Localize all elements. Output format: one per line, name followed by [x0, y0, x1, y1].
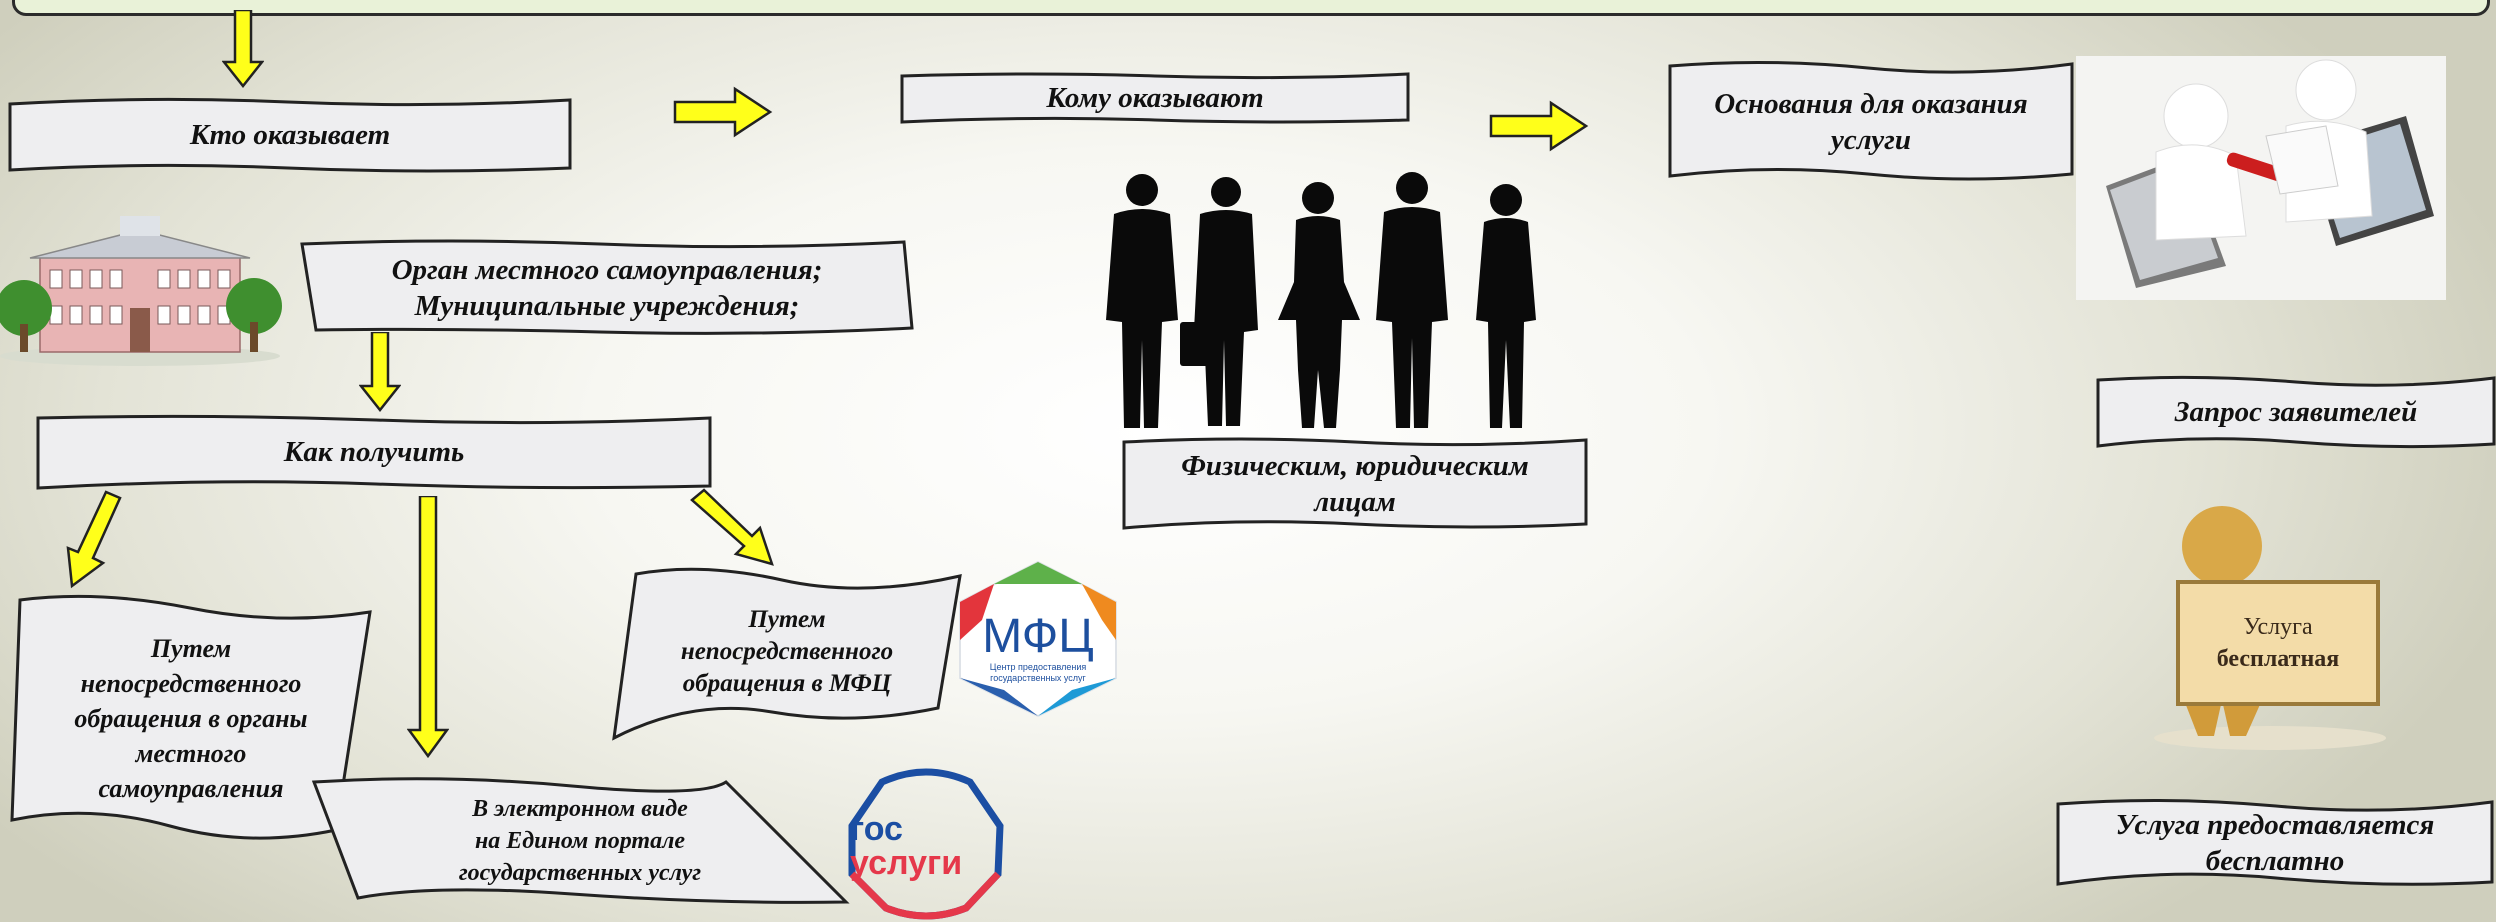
arrow-right-1 [673, 86, 773, 138]
electronic-label: В электронном виде на Едином портале гос… [458, 796, 702, 886]
free-service-label: Услуга предоставляется бесплатно [2115, 809, 2435, 877]
mfc-title: МФЦ [982, 610, 1093, 663]
how-to-get-label: Как получить [283, 436, 465, 468]
to-whom-label: Кому оказывают [1046, 82, 1264, 114]
gosuslugi-logo: гос услуги [848, 768, 1004, 920]
direct-mfc-box: Путем непосредственного обращения в МФЦ [612, 562, 962, 742]
direct-mfc-label: Путем непосредственного обращения в МФЦ [680, 606, 894, 697]
applicant-request-box: Запрос заявителей [2096, 374, 2496, 450]
mfc-subtitle-2: государственных услуг [990, 673, 1086, 683]
gos-text: гос [850, 810, 903, 848]
top-banner [12, 0, 2490, 16]
who-provides-box: Кто оказывает [8, 96, 572, 174]
grounds-box: Основания для оказания услуги [1668, 58, 2074, 186]
body-box: Орган местного самоуправления; Муниципал… [300, 238, 914, 338]
arrow-down-top [222, 10, 264, 88]
persons-label: Физическим, юридическим лицам [1181, 450, 1529, 518]
to-whom-box: Кому оказывают [900, 72, 1410, 124]
persons-box: Физическим, юридическим лицам [1122, 436, 1588, 532]
grounds-label: Основания для оказания услуги [1714, 88, 2028, 156]
arrow-down-left [66, 490, 122, 589]
people-silhouettes-icon [1106, 172, 1536, 428]
free-service-box: Услуга предоставляется бесплатно [2056, 798, 2494, 888]
direct-local-label: Путем непосредственного обращения в орга… [74, 633, 308, 803]
mfc-subtitle-1: Центр предоставления [990, 662, 1087, 672]
free-service-sign-figure-icon: Услуга бесплатная [2154, 506, 2386, 750]
body-label: Орган местного самоуправления; Муниципал… [391, 254, 823, 322]
arrow-down-right [690, 488, 774, 566]
handshake-laptop-icon [2076, 56, 2446, 300]
who-provides-label: Кто оказывает [189, 119, 391, 151]
how-to-get-box: Как получить [36, 414, 712, 490]
arrow-down-body [359, 332, 401, 412]
uslugi-text: услуги [850, 844, 962, 882]
mfc-logo: МФЦ Центр предоставления государственных… [959, 560, 1117, 718]
applicant-request-label: Запрос заявителей [2174, 396, 2418, 428]
sign-line2: бесплатная [2217, 646, 2340, 672]
arrow-down-center [407, 496, 449, 758]
arrow-right-2 [1489, 100, 1589, 152]
electronic-box: В электронном виде на Едином портале гос… [311, 777, 850, 904]
sign-line1: Услуга [2243, 614, 2313, 640]
direct-local-box: Путем непосредственного обращения в орга… [10, 594, 372, 842]
municipal-building-icon [0, 216, 282, 366]
